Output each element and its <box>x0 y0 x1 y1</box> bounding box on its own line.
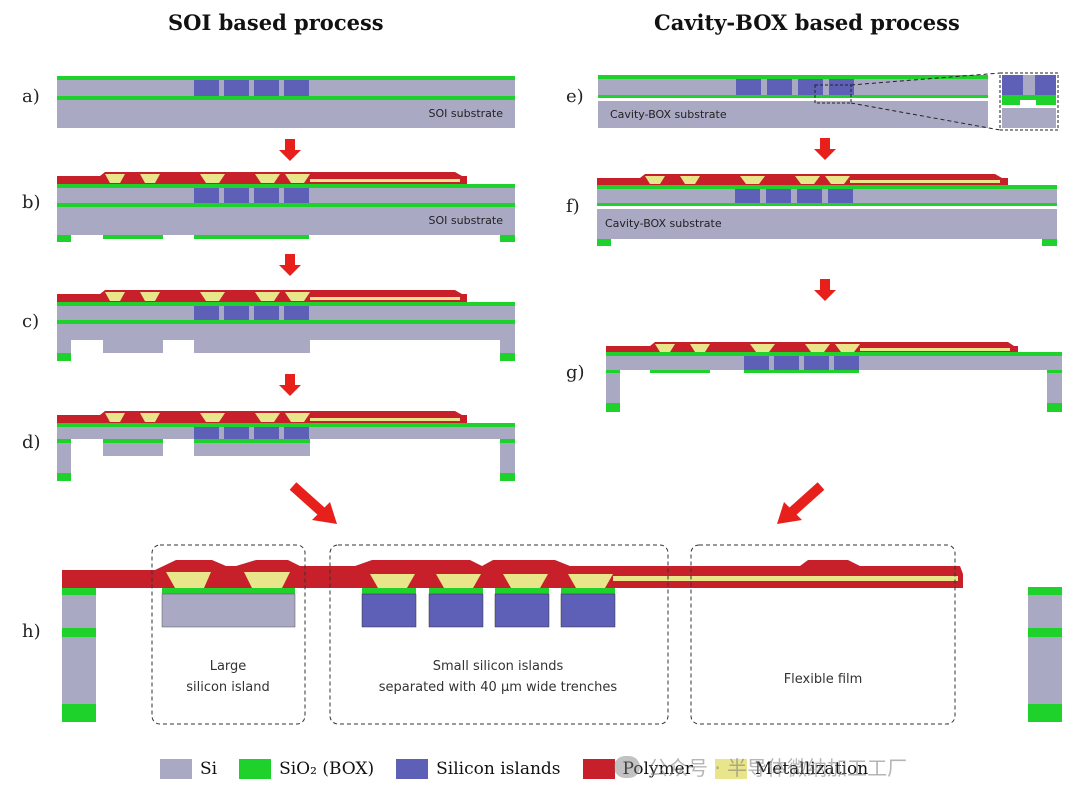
watermark-text: 公众号 · 半导体微纳加工工厂 <box>648 756 908 780</box>
step-label-h: h) <box>22 621 41 642</box>
legend-label-silicon-islands: Silicon islands <box>436 759 561 779</box>
arrow-to-final-right <box>777 482 825 524</box>
legend-swatch-metallization <box>714 759 747 779</box>
step-label-g: g) <box>566 362 585 383</box>
title-soi-process: SOI based process <box>168 10 384 35</box>
large-island-label-1: Large <box>210 659 247 674</box>
soi-substrate-label-a: SOI substrate <box>429 107 504 120</box>
watermark: 公众号 · 半导体微纳加工工厂 <box>614 752 907 781</box>
legend-swatch-sio2 <box>239 759 272 779</box>
step-label-b: b) <box>22 192 41 213</box>
legend-label-sio2: SiO₂ (BOX) <box>279 759 375 779</box>
down-arrow-cd <box>279 374 301 396</box>
legend-label-si: Si <box>200 759 218 779</box>
region-flexible-film <box>690 544 956 725</box>
step-c-cross-section <box>57 290 515 361</box>
region-large-island <box>151 544 306 725</box>
legend-item-si: Si <box>160 759 217 779</box>
step-f-cross-section: Cavity-BOX substrate <box>597 174 1057 246</box>
step-g-cross-section <box>606 342 1062 412</box>
cavity-box-substrate-label-f: Cavity-BOX substrate <box>605 217 722 230</box>
step-d-cross-section <box>57 411 515 481</box>
step-label-e: e) <box>566 86 584 107</box>
down-arrow-bc <box>279 254 301 276</box>
legend-item-polymer: Polymer <box>582 759 693 779</box>
legend-swatch-silicon-islands <box>396 759 429 779</box>
step-h-final-device: Large silicon island Small silicon islan… <box>62 544 1062 725</box>
step-label-f: f) <box>566 196 580 217</box>
down-arrow-ab <box>279 139 301 161</box>
step-e-cross-section: Cavity-BOX substrate <box>598 72 1059 131</box>
wechat-icon <box>614 755 640 778</box>
legend-item-metallization: Metallization <box>714 759 869 779</box>
small-islands-label-1: Small silicon islands <box>433 659 564 674</box>
step-label-a: a) <box>22 86 40 107</box>
down-arrow-ef <box>814 138 836 160</box>
region-small-islands <box>329 544 669 725</box>
step-label-c: c) <box>22 311 40 332</box>
legend-label-metallization: Metallization <box>754 759 869 779</box>
flexible-film-label: Flexible film <box>784 672 863 687</box>
step-label-d: d) <box>22 432 41 453</box>
small-islands-label-2: separated with 40 µm wide trenches <box>379 680 618 695</box>
large-island-label-2: silicon island <box>186 680 270 695</box>
cavity-box-substrate-label-e: Cavity-BOX substrate <box>610 108 727 121</box>
legend-item-sio2: SiO₂ (BOX) <box>239 759 374 779</box>
legend-swatch-si <box>160 759 192 779</box>
arrow-to-final-left <box>289 482 337 524</box>
step-a-cross-section: SOI substrate <box>57 76 515 128</box>
legend-swatch-polymer <box>582 759 615 779</box>
down-arrow-fg <box>814 279 836 301</box>
soi-substrate-label-b: SOI substrate <box>429 214 504 227</box>
step-b-cross-section: SOI substrate <box>57 172 515 242</box>
legend-item-silicon-islands: Silicon islands <box>396 759 561 779</box>
legend: Si SiO₂ (BOX) Silicon islands Polymer Me… <box>160 752 890 786</box>
legend-label-polymer: Polymer <box>622 759 693 779</box>
title-cavity-box-process: Cavity-BOX based process <box>654 10 960 35</box>
